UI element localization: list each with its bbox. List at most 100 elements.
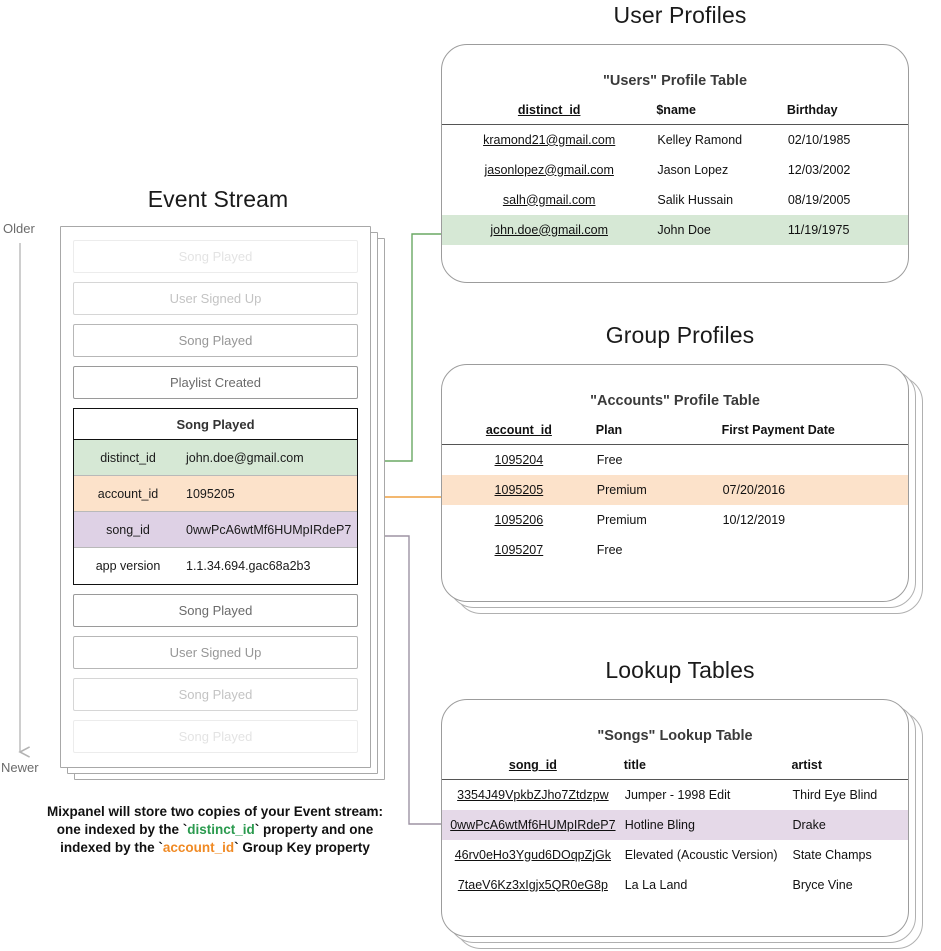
cell-song-id: 46rv0eHo3Ygud6DOqpZjGk — [454, 847, 612, 862]
cell-title: Hotline Bling — [623, 809, 792, 840]
cell-title: Jumper - 1998 Edit — [624, 787, 731, 802]
caption-line-1: Mixpanel will store two copies of your E… — [46, 804, 384, 819]
cell-plan: Free — [596, 542, 623, 557]
cell-name: Kelley Ramond — [657, 132, 743, 147]
table-header-row: song_id title artist — [442, 758, 908, 780]
users-profile-table: distinct_id $name Birthday kramond21@gma… — [442, 103, 908, 245]
list-item[interactable]: Song Played — [73, 720, 358, 753]
page-title-event-stream: Event Stream — [147, 186, 289, 212]
table-row[interactable]: 46rv0eHo3Ygud6DOqpZjGk Elevated (Acousti… — [442, 840, 908, 870]
cell-song-id: 3354J49VpkbZJho7Ztdzpw — [457, 787, 609, 802]
column-header-distinct-id: distinct_id — [517, 103, 581, 117]
timeline-older-label: Older — [3, 221, 35, 236]
cell-distinct-id: salh@gmail.com — [502, 192, 596, 207]
cell-first-payment-date: 07/20/2016 — [721, 474, 908, 505]
table-row[interactable]: salh@gmail.com Salik Hussain 08/19/2005 — [442, 185, 908, 215]
users-profile-card: "Users" Profile Table distinct_id $name … — [441, 44, 909, 283]
cell-distinct-id: kramond21@gmail.com — [483, 132, 616, 147]
cell-birthday: 08/19/2005 — [787, 192, 851, 207]
group-profiles-card-group: "Accounts" Profile Table account_id Plan… — [441, 364, 931, 614]
cell-first-payment-date: 10/12/2019 — [722, 512, 786, 527]
column-header-plan: Plan — [595, 423, 623, 437]
table-header-row: account_id Plan First Payment Date — [442, 423, 908, 445]
cell-artist: Bryce Vine — [792, 877, 853, 892]
event-stream-caption: Mixpanel will store two copies of your E… — [40, 803, 390, 857]
caption-key-account-id: account_id — [162, 840, 235, 855]
cell-name: Jason Lopez — [657, 162, 729, 177]
column-header-account-id: account_id — [485, 423, 552, 437]
property-value: john.doe@gmail.com — [186, 450, 304, 465]
event-property-song-id: song_id 0wwPcA6wtMf6HUMpIRdeP7 — [74, 512, 357, 548]
table-row[interactable]: 1095207 Free — [442, 535, 908, 565]
property-key: distinct_id — [100, 450, 156, 465]
lookup-tables-card-group: "Songs" Lookup Table song_id title artis… — [441, 699, 931, 949]
cell-plan: Premium — [595, 474, 722, 505]
list-item[interactable]: Playlist Created — [73, 366, 358, 399]
cell-artist: Drake — [791, 809, 908, 840]
list-item[interactable]: Song Played — [73, 240, 358, 273]
event-property-distinct-id: distinct_id john.doe@gmail.com — [74, 440, 357, 476]
property-value: 1.1.34.694.gac68a2b3 — [186, 559, 311, 573]
cell-title: Elevated (Acoustic Version) — [624, 847, 778, 862]
column-header-name: $name — [656, 103, 696, 117]
table-row-highlighted[interactable]: 1095205 Premium 07/20/2016 — [442, 474, 908, 505]
caption-line-2b: ` property and one — [254, 822, 374, 837]
page-title-group-profiles: Group Profiles — [605, 322, 755, 348]
table-header-row: distinct_id $name Birthday — [442, 103, 908, 125]
cell-account-id: 1095207 — [494, 542, 544, 557]
property-value: 0wwPcA6wtMf6HUMpIRdeP7 — [186, 522, 352, 537]
cell-title: La La Land — [624, 877, 688, 892]
list-item[interactable]: User Signed Up — [73, 282, 358, 315]
table-row[interactable]: kramond21@gmail.com Kelley Ramond 02/10/… — [442, 125, 908, 155]
cell-distinct-id: john.doe@gmail.com — [442, 214, 657, 245]
table-row[interactable]: 3354J49VpkbZJho7Ztdzpw Jumper - 1998 Edi… — [442, 780, 908, 810]
column-header-first-payment-date: First Payment Date — [721, 423, 835, 437]
property-key: song_id — [106, 522, 150, 537]
user-profiles-card-group: "Users" Profile Table distinct_id $name … — [441, 44, 921, 284]
timeline-newer-label: Newer — [1, 760, 39, 775]
cell-account-id: 1095205 — [442, 474, 596, 505]
cell-song-id: 7taeV6Kz3xIgjx5QR0eG8p — [457, 877, 608, 892]
songs-table-title: "Songs" Lookup Table — [597, 728, 753, 744]
event-property-app-version: app version 1.1.34.694.gac68a2b3 — [74, 548, 357, 584]
list-item[interactable]: Song Played — [73, 594, 358, 627]
column-header-title: title — [623, 758, 646, 772]
focused-event-card[interactable]: Song Played distinct_id john.doe@gmail.c… — [73, 408, 358, 585]
table-row-highlighted[interactable]: john.doe@gmail.com John Doe 11/19/1975 — [442, 214, 908, 245]
column-header-artist: artist — [791, 758, 823, 772]
cell-account-id: 1095204 — [494, 452, 544, 467]
cell-distinct-id: jasonlopez@gmail.com — [484, 162, 614, 177]
cell-name: John Doe — [656, 214, 787, 245]
table-row[interactable]: 1095204 Free — [442, 445, 908, 475]
cell-song-id: 0wwPcA6wtMf6HUMpIRdeP7 — [442, 809, 624, 840]
cell-artist: State Champs — [792, 847, 872, 862]
cell-plan: Free — [596, 452, 623, 467]
list-item[interactable]: Song Played — [73, 324, 358, 357]
property-value: 1095205 — [186, 486, 235, 501]
cell-birthday: 12/03/2002 — [787, 162, 851, 177]
cell-plan: Premium — [596, 512, 647, 527]
event-stream-list: Song Played User Signed Up Song Played P… — [60, 226, 371, 768]
column-header-birthday: Birthday — [786, 103, 838, 117]
accounts-profile-card: "Accounts" Profile Table account_id Plan… — [441, 364, 909, 602]
list-item[interactable]: User Signed Up — [73, 636, 358, 669]
caption-line-3b: ` Group Key property — [234, 840, 370, 855]
caption-line-2a: one indexed by the ` — [56, 822, 188, 837]
page-title-user-profiles: User Profiles — [613, 2, 747, 28]
accounts-profile-table: account_id Plan First Payment Date 10952… — [442, 423, 908, 565]
accounts-table-title: "Accounts" Profile Table — [590, 393, 760, 409]
event-stream-panel: Song Played User Signed Up Song Played P… — [60, 226, 385, 780]
property-key: account_id — [97, 486, 159, 501]
cell-birthday: 11/19/1975 — [786, 214, 908, 245]
table-row-highlighted[interactable]: 0wwPcA6wtMf6HUMpIRdeP7 Hotline Bling Dra… — [442, 809, 908, 840]
cell-first-payment-date — [722, 445, 908, 475]
caption-line-3a: indexed by the ` — [60, 840, 163, 855]
list-item[interactable]: Song Played — [73, 678, 358, 711]
column-header-song-id: song_id — [508, 758, 557, 772]
property-key: app version — [95, 559, 161, 573]
table-row[interactable]: jasonlopez@gmail.com Jason Lopez 12/03/2… — [442, 155, 908, 185]
page-title-lookup-tables: Lookup Tables — [605, 657, 755, 683]
table-row[interactable]: 7taeV6Kz3xIgjx5QR0eG8p La La Land Bryce … — [442, 870, 908, 900]
table-row[interactable]: 1095206 Premium 10/12/2019 — [442, 505, 908, 535]
